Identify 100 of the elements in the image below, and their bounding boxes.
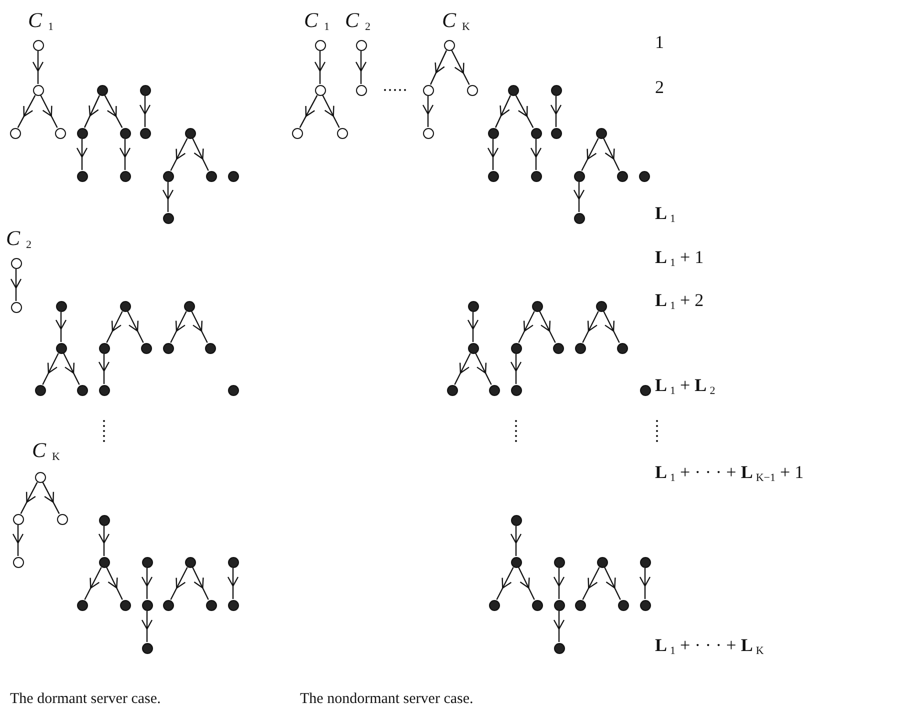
filled-node xyxy=(596,128,606,138)
arrow xyxy=(162,182,174,212)
open-node xyxy=(10,302,22,312)
arrow xyxy=(76,139,88,170)
filled-node xyxy=(510,514,522,526)
filled-node xyxy=(76,128,88,138)
arrow xyxy=(487,139,499,170)
arrow xyxy=(55,312,67,342)
arrow xyxy=(17,95,36,128)
filled-node xyxy=(184,128,196,138)
filled-node xyxy=(554,642,564,654)
level-label: L$_{1}$ + 1 xyxy=(655,248,704,269)
open-node xyxy=(356,84,366,96)
arrow xyxy=(322,95,340,128)
arrow xyxy=(98,526,110,556)
filled-node xyxy=(510,342,522,354)
open-node xyxy=(32,84,44,96)
arrow xyxy=(515,95,534,128)
arrow xyxy=(104,95,123,128)
filled-node xyxy=(120,600,130,610)
arrow xyxy=(582,567,600,600)
filled-node xyxy=(98,556,110,568)
arrow xyxy=(553,611,565,642)
filled-node xyxy=(140,84,150,96)
arrow xyxy=(84,567,102,600)
filled-node xyxy=(574,600,586,610)
filled-node xyxy=(228,170,238,182)
filled-node xyxy=(96,84,108,96)
filled-node xyxy=(162,600,174,610)
filled-node xyxy=(76,170,88,182)
filled-node xyxy=(142,556,152,568)
arrow xyxy=(170,311,187,343)
filled-node xyxy=(488,600,500,610)
component-label: C$_{K}$ xyxy=(32,440,60,463)
arrow xyxy=(106,567,123,600)
open-node xyxy=(54,128,66,138)
component-label: C$_{K}$ xyxy=(442,10,470,33)
arrow xyxy=(42,353,59,385)
arrow xyxy=(63,353,80,385)
filled-node xyxy=(206,600,216,610)
filled-node xyxy=(574,212,584,224)
filled-node xyxy=(508,84,518,96)
open-node xyxy=(444,40,454,50)
arrow xyxy=(12,525,24,556)
filled-node xyxy=(530,170,542,182)
filled-node xyxy=(552,342,564,354)
filled-node xyxy=(550,128,562,138)
arrow xyxy=(139,96,151,127)
open-node xyxy=(314,40,326,50)
filled-node xyxy=(468,342,478,354)
open-node xyxy=(336,128,348,138)
filled-node xyxy=(616,342,628,354)
caption: The dormant server case. xyxy=(10,692,161,707)
open-node xyxy=(466,84,478,96)
arrow xyxy=(467,312,479,342)
arrow xyxy=(299,95,318,128)
filled-node xyxy=(574,170,584,182)
open-node xyxy=(56,514,68,524)
filled-node xyxy=(206,170,216,182)
arrow xyxy=(42,482,60,514)
arrow xyxy=(20,482,38,514)
filled-node xyxy=(640,600,650,610)
filled-node xyxy=(488,384,500,396)
arrow xyxy=(539,311,556,343)
arrow xyxy=(573,182,585,212)
filled-node xyxy=(120,170,130,182)
filled-node xyxy=(98,342,110,354)
filled-node xyxy=(120,128,130,138)
arrow xyxy=(603,138,620,171)
filled-node xyxy=(532,600,542,610)
arrow xyxy=(510,526,522,556)
filled-node xyxy=(228,384,238,396)
filled-node xyxy=(554,600,564,610)
filled-node xyxy=(76,384,88,396)
arrow xyxy=(192,138,209,171)
filled-node xyxy=(228,556,238,568)
arrow xyxy=(32,51,44,84)
arrow xyxy=(192,567,209,600)
arrow xyxy=(530,139,542,170)
level-label: L$_{1}$ + · · · + L$_{K}$ xyxy=(655,636,764,657)
filled-node xyxy=(228,600,238,610)
arrow xyxy=(581,138,599,171)
filled-node xyxy=(510,384,522,396)
filled-node xyxy=(184,300,194,312)
open-node xyxy=(356,40,366,50)
filled-node xyxy=(488,170,498,182)
arrow xyxy=(639,568,651,599)
arrow xyxy=(141,568,153,599)
arrow xyxy=(40,95,58,128)
filled-node xyxy=(34,384,46,396)
arrow xyxy=(355,51,367,84)
filled-node xyxy=(142,642,152,654)
filled-node xyxy=(618,600,628,610)
arrow xyxy=(475,353,492,385)
filled-node xyxy=(56,342,66,354)
arrow xyxy=(451,50,470,85)
filled-node xyxy=(638,170,650,182)
filled-node xyxy=(98,384,110,396)
filled-node xyxy=(530,128,542,138)
filled-node xyxy=(596,556,608,568)
